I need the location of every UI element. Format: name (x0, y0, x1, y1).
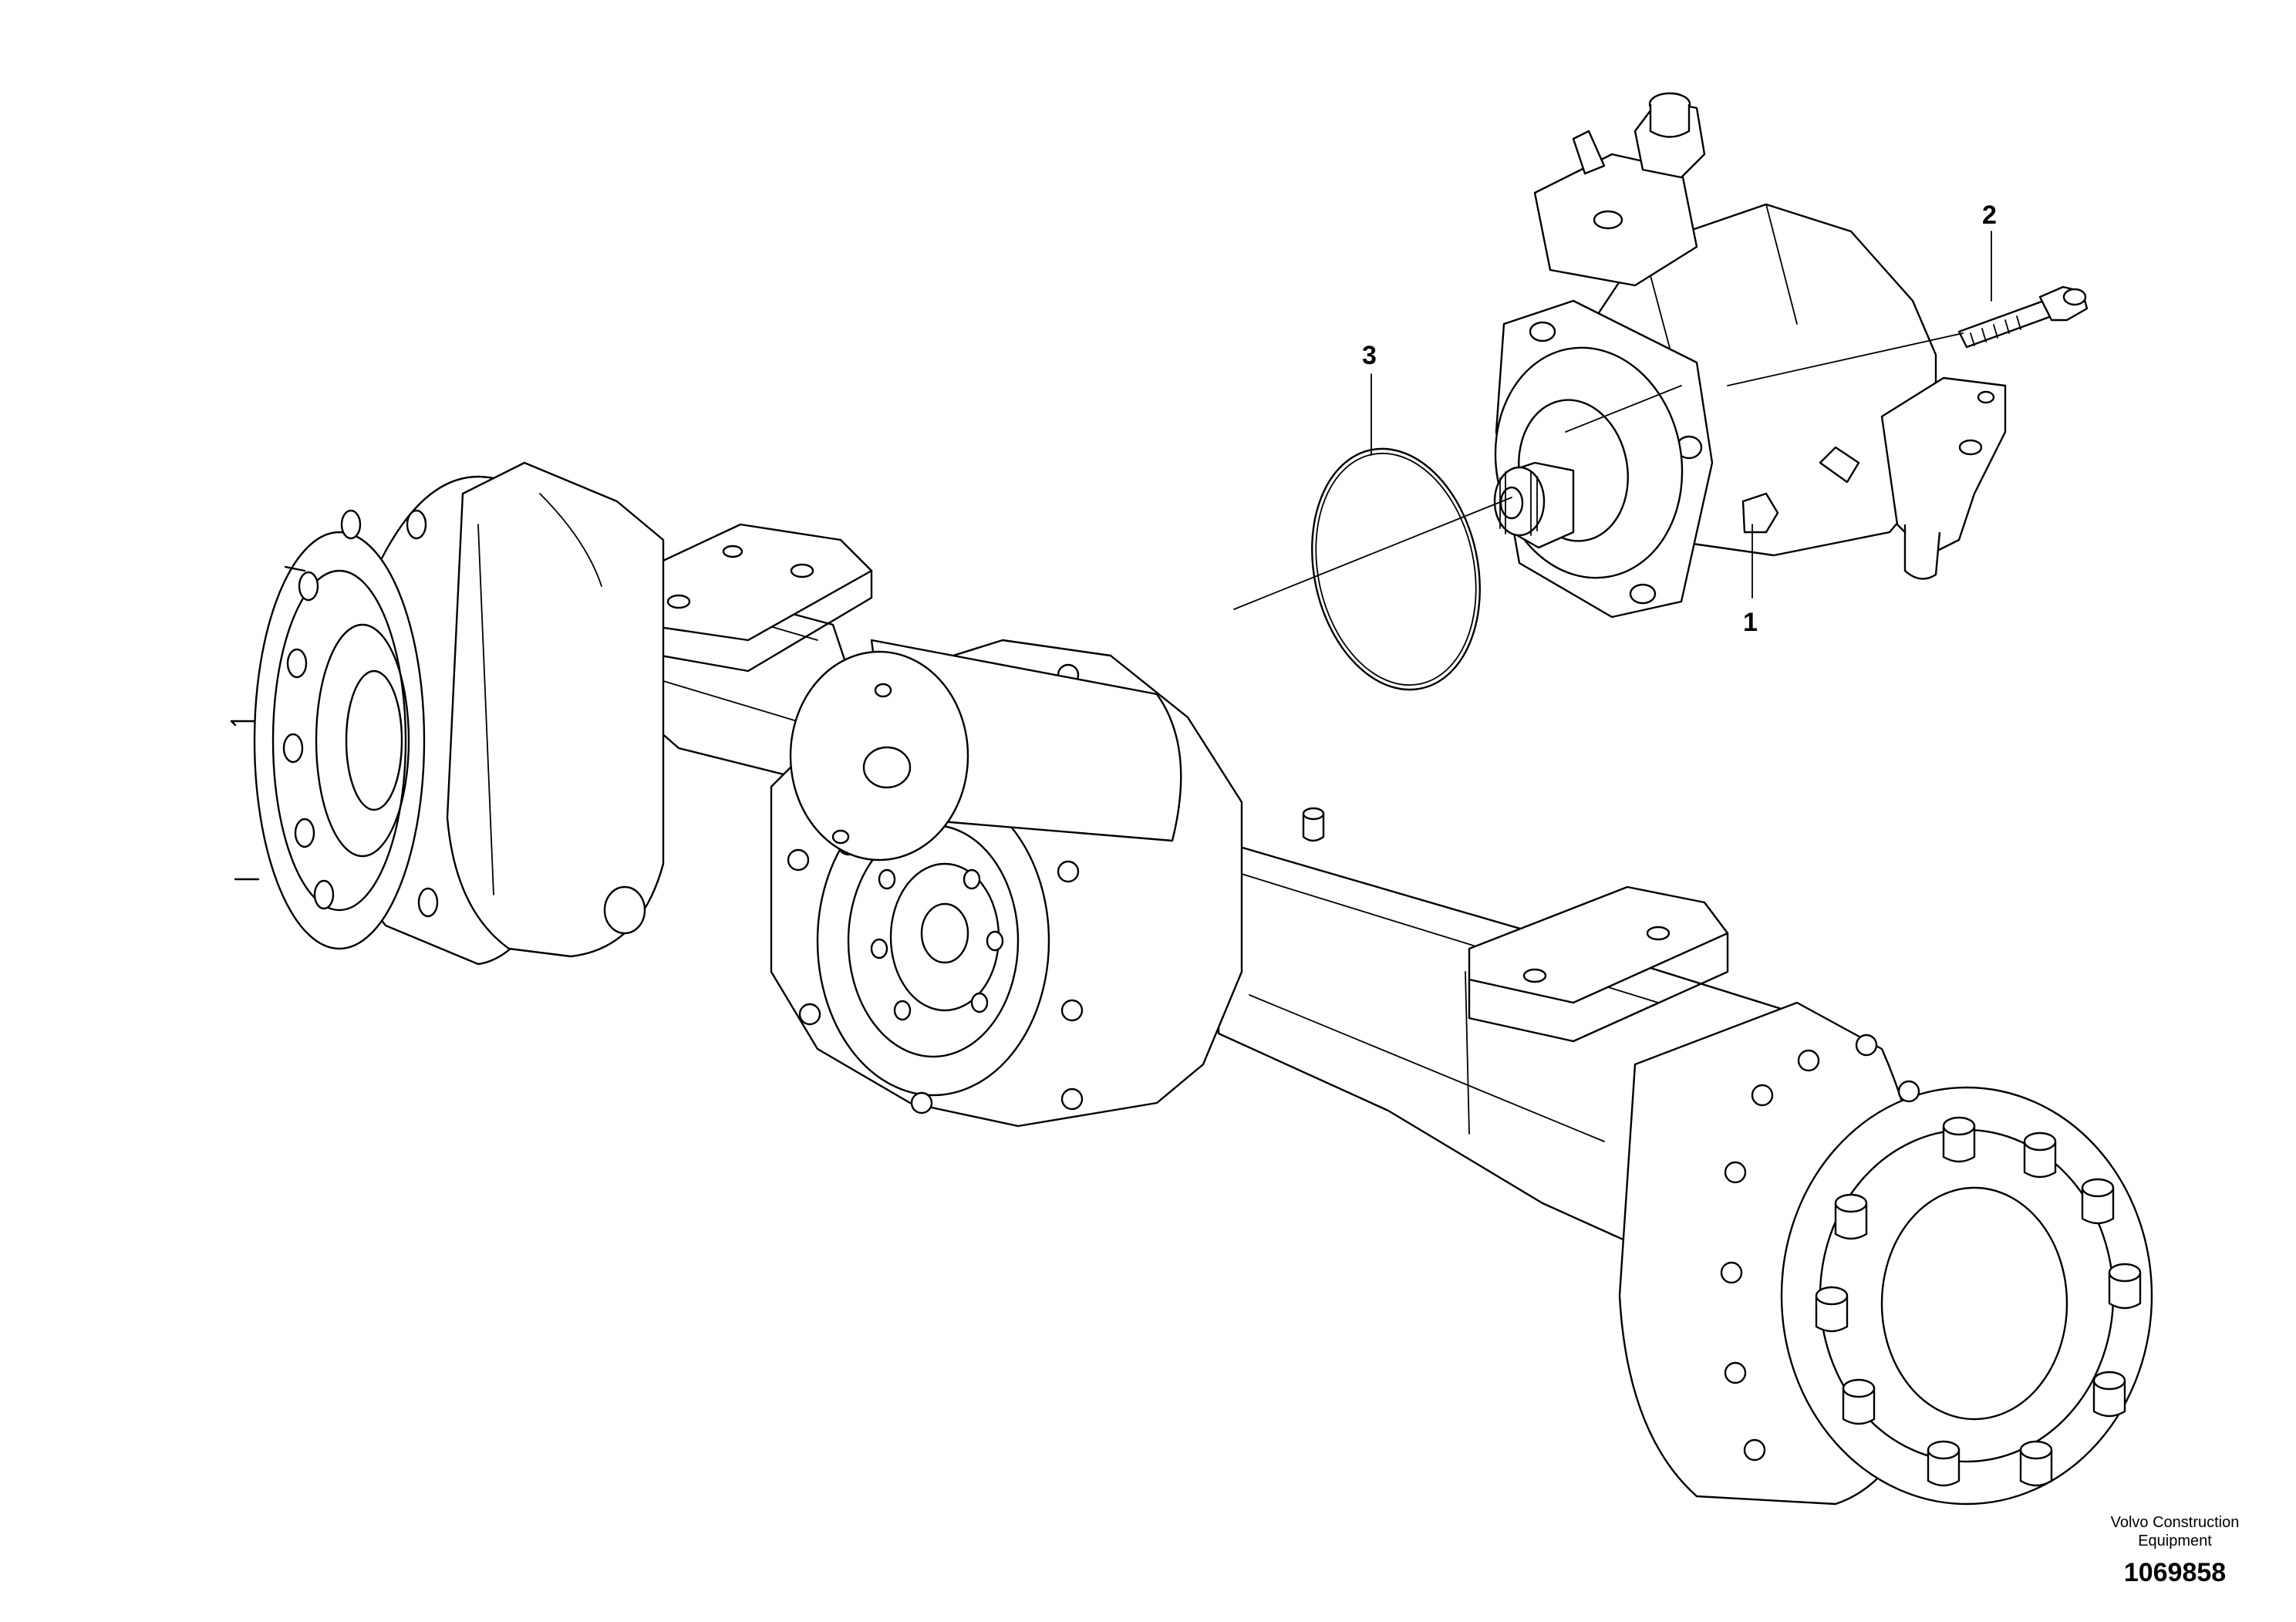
right-mounting-pad (1468, 885, 1729, 1043)
left-final-drive-housing (446, 461, 665, 958)
publisher-line-2: Equipment (2138, 1533, 2212, 1549)
callout-item-2: 2 (1982, 201, 1997, 230)
o-ring-seal (1311, 447, 1481, 691)
differential-housing (770, 639, 1243, 1128)
breather-plug (1302, 807, 1325, 842)
left-mounting-pad (615, 523, 873, 673)
motor-mounting-drum (789, 639, 1182, 862)
callout-item-3: 3 (1362, 341, 1377, 370)
callout-item-1: 1 (1743, 608, 1758, 637)
right-wheel-hub (1618, 1001, 2153, 1506)
assembly-centerlines (1233, 332, 1964, 610)
leader-lines (1371, 231, 1992, 599)
cap-screw (1957, 285, 2089, 349)
figure-number: 1069858 (2124, 1558, 2226, 1587)
right-housing-bolts (1720, 1034, 1920, 1462)
right-hub-studs (1815, 1116, 2142, 1487)
diff-cover-bolts (870, 868, 1004, 1021)
publisher-line-1: Volvo Construction (2111, 1514, 2240, 1531)
hydraulic-drive-motor (1493, 92, 2007, 619)
left-hub-bolts (230, 509, 439, 918)
